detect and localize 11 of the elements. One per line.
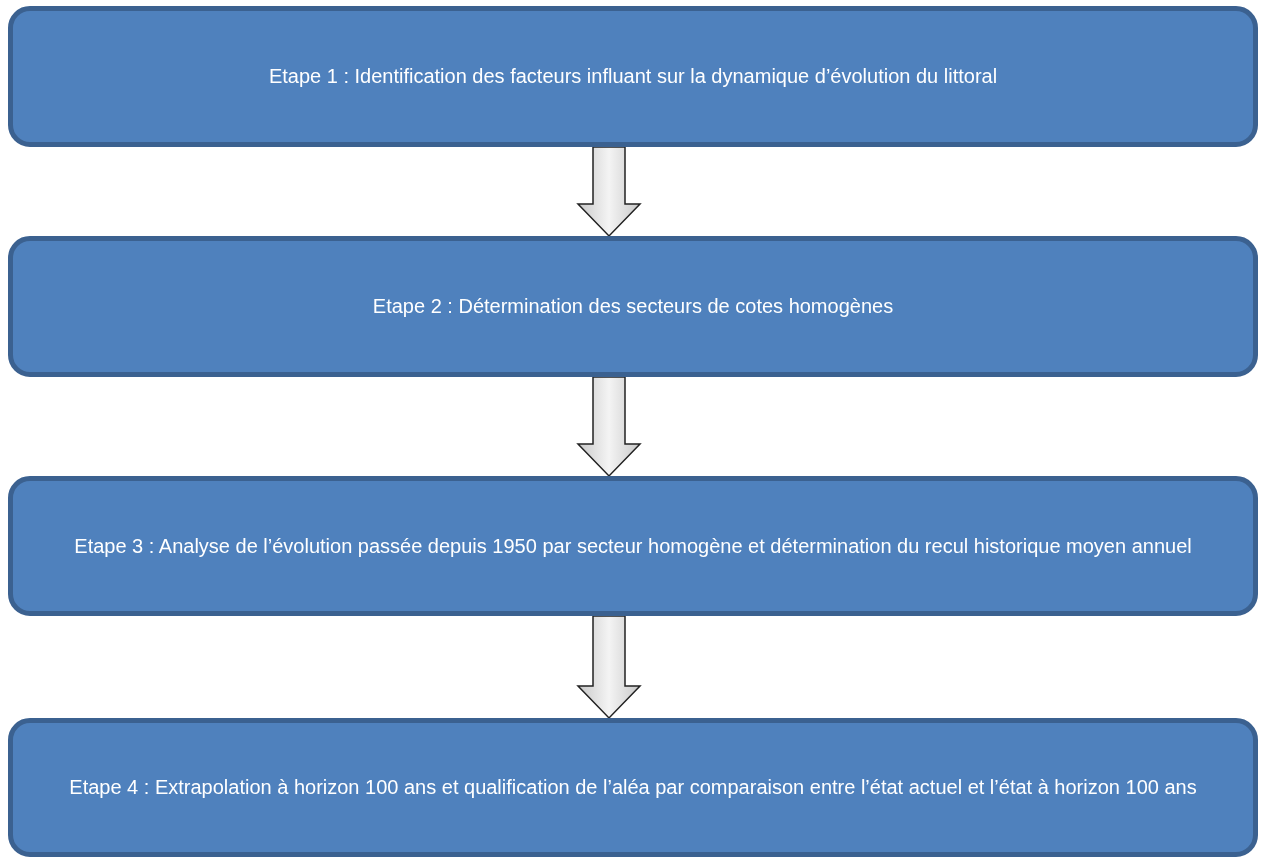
step-box — [8, 476, 1258, 616]
step-text: Etape 4 : Extrapolation à horizon 100 ans et qualification de l’aléa par comparaison entre l’état actuel et l’état à horizon 100 ans — [69, 775, 1197, 800]
step-text: Etape 1 : Identification des facteurs influant sur la dynamique d’évolution du littoral — [268, 64, 998, 89]
step-text: Etape 3 : Analyse de l’évolution passée depuis 1950 par secteur homogène et détermination du recul historique moyen annuel — [74, 533, 1192, 559]
block-arrow — [576, 146, 642, 238]
step-box — [8, 6, 1258, 147]
step-box — [8, 236, 1258, 377]
block-arrow — [576, 615, 642, 720]
step-box — [8, 718, 1258, 857]
block-arrow — [576, 376, 642, 478]
step-text: Etape 2 : Détermination des secteurs de cotes homogènes — [372, 294, 894, 319]
